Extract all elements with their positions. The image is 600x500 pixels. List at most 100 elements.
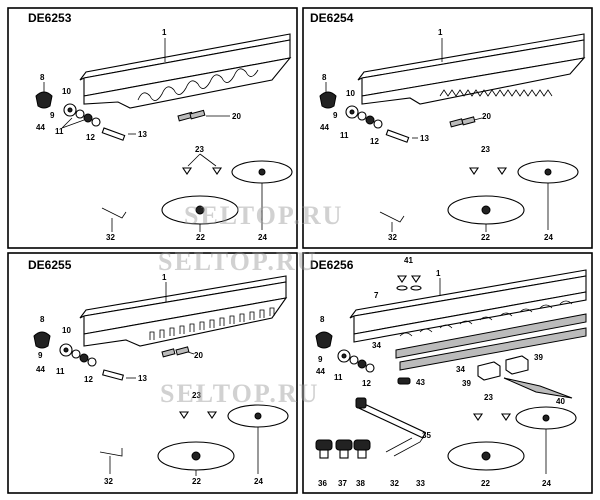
sub-base-22 — [447, 441, 525, 471]
callout-44: 44 — [320, 123, 329, 132]
callout-32: 32 — [106, 233, 115, 242]
panel-frame — [7, 252, 298, 494]
sub-base-22 — [161, 195, 239, 225]
callout-44: 44 — [36, 123, 45, 132]
callout-9: 9 — [38, 351, 43, 360]
bolt-13 — [101, 127, 126, 141]
screws-23 — [178, 411, 218, 419]
callout-23: 23 — [192, 391, 201, 400]
pins-20 — [161, 346, 190, 358]
callout-41: 41 — [404, 256, 413, 265]
callout-22: 22 — [481, 233, 490, 242]
washers-7 — [396, 285, 422, 291]
callout-9: 9 — [50, 111, 55, 120]
callout-32: 32 — [390, 479, 399, 488]
callout-35: 35 — [422, 431, 431, 440]
pins-20 — [449, 116, 476, 128]
sub-base-22 — [447, 195, 525, 225]
panel-de6256: DE6256 41 7 1 34 34 8 — [302, 252, 593, 494]
jig-template — [79, 33, 292, 109]
callout-24: 24 — [258, 233, 267, 242]
callout-24: 24 — [254, 477, 263, 486]
blocks-39 — [477, 355, 529, 381]
callout-32: 32 — [388, 233, 397, 242]
watermark: SELTOP.RU — [158, 247, 317, 276]
panel-title: DE6253 — [28, 11, 72, 25]
callout-34: 34 — [372, 341, 381, 350]
callout-10: 10 — [62, 326, 71, 335]
washer-stack — [337, 349, 375, 373]
callout-7: 7 — [374, 291, 379, 300]
watermark: SELTOP.RU — [160, 379, 319, 408]
callout-23: 23 — [481, 145, 490, 154]
screws-41 — [396, 275, 422, 283]
allen-key — [379, 211, 405, 223]
sub-base-22 — [157, 441, 235, 471]
jig-template — [79, 275, 288, 347]
plate-24 — [517, 160, 579, 184]
pins-20 — [177, 109, 206, 122]
callout-43: 43 — [416, 378, 425, 387]
plate-24 — [231, 160, 293, 184]
watermark: SELTOP.RU — [184, 201, 343, 230]
screws-23 — [472, 413, 512, 421]
panel-de6255: DE6255 1 10 8 9 44 11 12 13 — [7, 252, 298, 494]
clamp-knob — [35, 91, 53, 109]
washer-stack — [63, 103, 101, 127]
callout-11: 11 — [340, 131, 349, 140]
clamp-knob — [319, 91, 337, 109]
bolt-13 — [385, 129, 410, 143]
callout-34b: 34 — [456, 365, 465, 374]
panel-de6254: DE6254 1 8 10 9 44 11 12 13 — [302, 7, 593, 249]
callout-32: 32 — [104, 477, 113, 486]
callout-11: 11 — [55, 127, 64, 136]
callout-1: 1 — [438, 28, 443, 37]
clamp-knob — [33, 331, 51, 349]
callout-12: 12 — [370, 137, 379, 146]
callout-22: 22 — [196, 233, 205, 242]
panel-title: DE6255 — [28, 258, 72, 272]
plate-24 — [227, 404, 289, 428]
callout-8: 8 — [40, 315, 45, 324]
knob-43 — [397, 377, 411, 385]
callout-38: 38 — [356, 479, 365, 488]
clamp-knob — [315, 331, 333, 349]
callout-40: 40 — [556, 397, 565, 406]
washer-stack — [59, 343, 97, 367]
panel-frame — [7, 7, 298, 249]
screws-23 — [468, 167, 508, 175]
panel-frame — [302, 7, 593, 249]
allen-keys — [385, 435, 425, 457]
callout-11: 11 — [56, 367, 65, 376]
callout-10: 10 — [346, 89, 355, 98]
washer-stack — [345, 105, 383, 129]
callout-8: 8 — [40, 73, 45, 82]
callout-12: 12 — [86, 133, 95, 142]
panel-title: DE6254 — [310, 11, 354, 25]
panel-frame — [302, 252, 593, 494]
guide-rails-34 — [395, 313, 587, 371]
callout-1: 1 — [162, 28, 167, 37]
bushings-36-38 — [315, 439, 371, 459]
callout-20: 20 — [232, 112, 241, 121]
screws-23 — [181, 167, 223, 175]
callout-23: 23 — [484, 393, 493, 402]
callout-36: 36 — [318, 479, 327, 488]
callout-39: 39 — [534, 353, 543, 362]
allen-key — [99, 448, 123, 457]
callout-12: 12 — [84, 375, 93, 384]
callout-20: 20 — [194, 351, 203, 360]
panel-title: DE6256 — [310, 258, 354, 272]
callout-20: 20 — [482, 112, 491, 121]
callout-8: 8 — [320, 315, 325, 324]
callout-24: 24 — [544, 233, 553, 242]
callout-33: 33 — [416, 479, 425, 488]
callout-44: 44 — [36, 365, 45, 374]
callout-24: 24 — [542, 479, 551, 488]
bar-40 — [503, 377, 573, 399]
callout-13: 13 — [138, 374, 147, 383]
callout-23: 23 — [195, 145, 204, 154]
callout-10: 10 — [62, 87, 71, 96]
callout-39b: 39 — [462, 379, 471, 388]
callout-11: 11 — [334, 373, 343, 382]
